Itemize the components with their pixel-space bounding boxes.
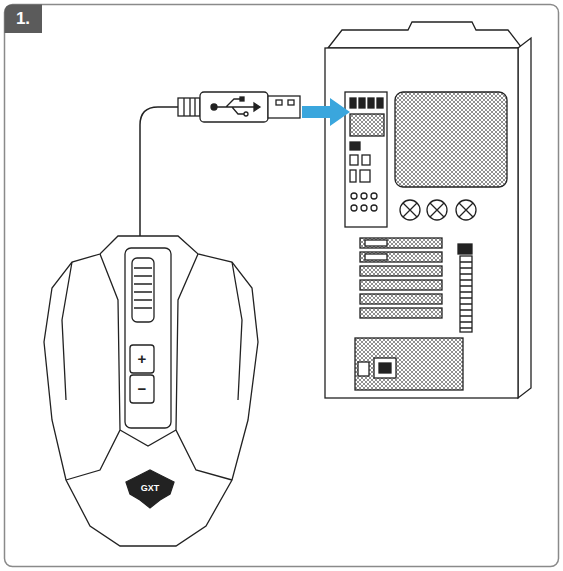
brand-logo: GXT: [132, 482, 168, 494]
frame: [5, 5, 559, 567]
pc-tower: [325, 22, 531, 398]
step-badge: [5, 5, 43, 34]
insert-arrow: [302, 98, 350, 126]
step-number: 1.: [6, 7, 40, 31]
button-symbol: −: [132, 379, 152, 399]
gaming-mouse: [44, 236, 258, 546]
cable: [140, 107, 178, 240]
button-symbol: +: [132, 349, 152, 369]
usb-plug: [178, 92, 300, 122]
